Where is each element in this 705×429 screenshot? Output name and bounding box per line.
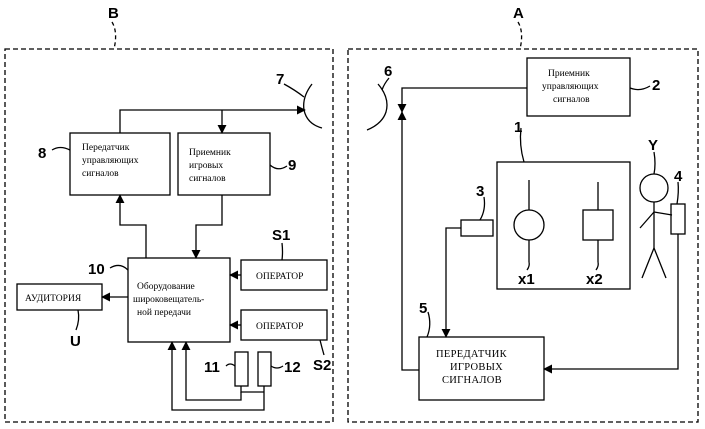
leader-8: [52, 148, 70, 151]
transmitter-ctrl-text: Передатчик управляющих сигналов: [82, 143, 141, 179]
leader-10: [110, 265, 128, 270]
antenna-7: [304, 84, 322, 128]
section-b-label: B: [108, 5, 119, 22]
ref-2: 2: [652, 77, 660, 94]
operator-s1-text: ОПЕРАТОР: [256, 272, 303, 282]
line-transmitter-to-antenna6: [402, 112, 419, 370]
leader-x2: [596, 262, 598, 270]
transmitter-game-text: ПЕРЕДАТЧИК ИГРОВЫХ СИГНАЛОВ: [436, 349, 510, 386]
operator-s2-text: ОПЕРАТОР: [256, 322, 303, 332]
person-arm-right: [654, 212, 672, 215]
sensor-3: [461, 220, 493, 236]
ref-12: 12: [284, 359, 301, 376]
line-antenna-to-receiver: [402, 88, 527, 112]
ref-10: 10: [88, 261, 105, 278]
leader-12: [271, 366, 283, 368]
ref-8: 8: [38, 145, 46, 162]
person-head: [640, 174, 668, 202]
leader-4: [677, 182, 678, 204]
broadcast-equipment-text: Оборудование широковещатель- ной передач…: [133, 281, 207, 318]
line-transmitter-to-antenna: [120, 110, 305, 133]
antenna-6: [367, 84, 387, 130]
receiver-ctrl-text: Приемник управляющих сигналов: [542, 69, 601, 105]
leader-u: [76, 310, 79, 330]
ref-7: 7: [276, 71, 284, 88]
ref-s2: S2: [313, 357, 331, 374]
line-sensor3-to-transmitter: [446, 228, 461, 337]
sensor-4: [671, 204, 685, 234]
leader-11: [226, 364, 235, 366]
section-a-frame: [348, 49, 698, 422]
ref-x2: x2: [586, 271, 603, 288]
leader-x1: [527, 262, 529, 270]
line-sensor4-to-transmitter: [544, 234, 678, 369]
leader-s1: [282, 243, 283, 260]
receiver-game-text: Приемник игровых сигналов: [189, 148, 233, 184]
ref-x1: x1: [518, 271, 535, 288]
person-leg-right: [654, 248, 666, 278]
leader-5: [427, 312, 430, 337]
section-b-leader: [112, 22, 116, 49]
person-leg-left: [642, 248, 654, 278]
ref-s1: S1: [272, 227, 290, 244]
line-broadcast-to-transmitter: [120, 195, 146, 258]
leader-s2: [320, 340, 324, 355]
object-x2: [583, 210, 613, 240]
ref-5: 5: [419, 300, 427, 317]
device-12: [258, 352, 271, 386]
leader-9: [270, 165, 287, 169]
section-a-leader: [518, 22, 522, 49]
leader-3: [480, 197, 485, 220]
audience-text: АУДИТОРИЯ: [25, 294, 82, 304]
leader-y: [654, 152, 655, 174]
section-a-label: A: [513, 5, 524, 22]
ref-1: 1: [514, 119, 522, 136]
ref-4: 4: [674, 168, 683, 185]
studio-area-box: [497, 162, 630, 289]
object-x1: [514, 210, 544, 240]
ref-3: 3: [476, 183, 484, 200]
ref-y: Y: [648, 137, 658, 154]
line-receiver-to-broadcast: [196, 195, 222, 258]
ref-6: 6: [384, 63, 392, 80]
person-arm-left: [640, 212, 654, 228]
ref-u: U: [70, 333, 81, 350]
ref-9: 9: [288, 157, 296, 174]
leader-7: [284, 84, 304, 97]
device-11: [235, 352, 248, 386]
leader-2: [630, 86, 650, 90]
ref-11: 11: [204, 359, 220, 376]
